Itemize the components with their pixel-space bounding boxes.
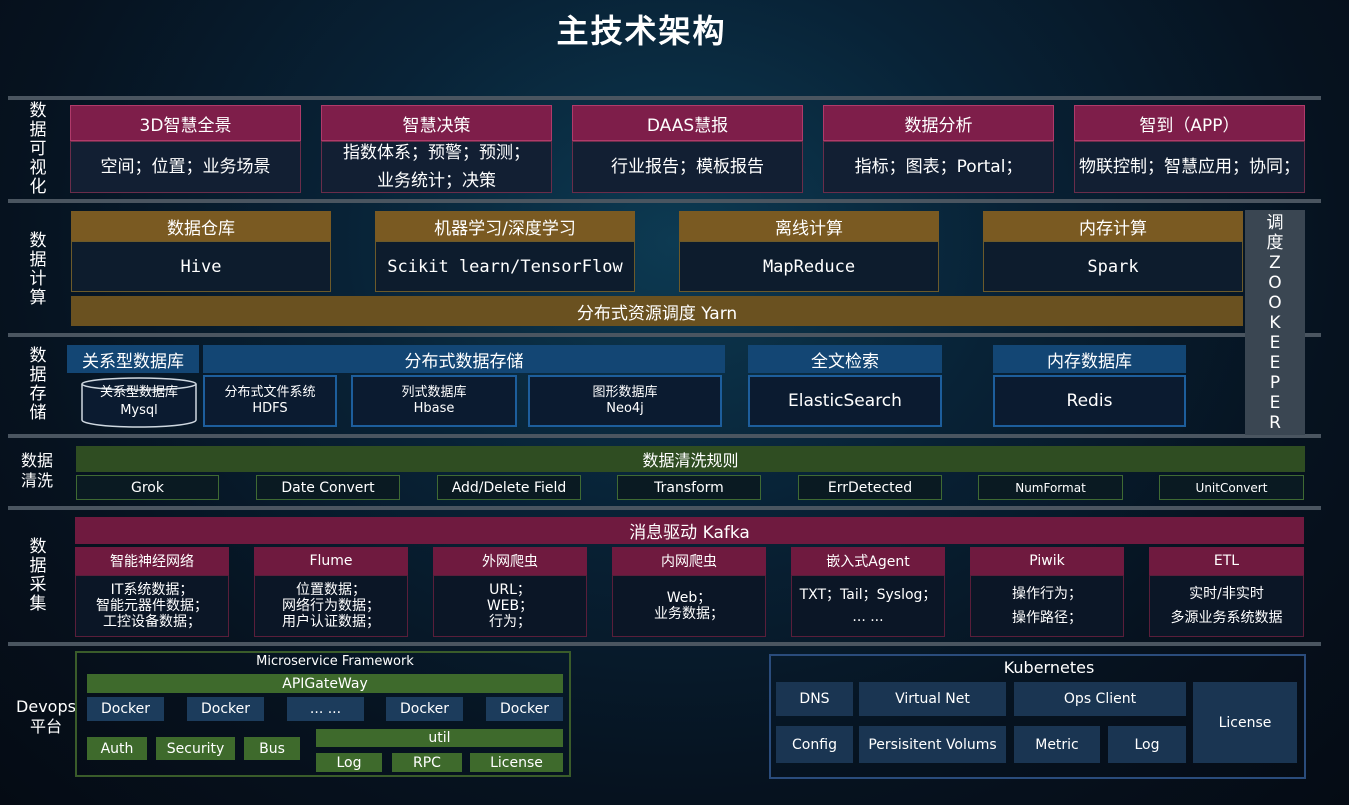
collect-head-piwik: Piwik: [970, 547, 1124, 575]
collect-body-flume: 位置数据；网络行为数据；用户认证数据；: [254, 575, 408, 637]
collect-body-piwik: 操作行为；操作路径；: [970, 575, 1124, 637]
k8s-log: Log: [1108, 726, 1186, 763]
util-bar: util: [316, 729, 563, 747]
k8s-dns: DNS: [776, 682, 853, 716]
kubernetes-title: Kubernetes: [1003, 658, 1095, 677]
compute-body-hive: Hive: [71, 241, 331, 292]
docker-ellipsis: ... ...: [287, 697, 364, 721]
viz-head-daas: DAAS慧报: [572, 105, 803, 141]
divider: [8, 642, 1321, 646]
cleaning-add-delete-field: Add/Delete Field: [437, 475, 581, 500]
compute-head-ml: 机器学习/深度学习: [375, 211, 635, 241]
kafka-bar: 消息驱动 Kafka: [75, 517, 1304, 544]
collect-body-etl: 实时/非实时多源业务系统数据: [1149, 575, 1304, 637]
viz-head-analysis: 数据分析: [823, 105, 1054, 141]
collect-body-neural: IT系统数据；智能元器件数据；工控设备数据；: [75, 575, 229, 637]
page-title: 主技术架构: [556, 12, 727, 50]
docker-box: Docker: [386, 697, 463, 721]
collect-head-etl: ETL: [1149, 547, 1304, 575]
util-rpc: RPC: [392, 753, 462, 772]
api-gateway-bar: APIGateWay: [87, 674, 563, 693]
collect-body-agent: TXT；Tail；Syslog；... ...: [791, 575, 945, 637]
compute-body-spark: Spark: [983, 241, 1243, 292]
storage-head-distributed: 分布式数据存储: [203, 345, 725, 373]
cleaning-grok: Grok: [76, 475, 219, 500]
layer-label-cleaning: 数据清洗: [20, 451, 53, 490]
k8s-ops-client: Ops Client: [1014, 682, 1186, 716]
cleaning-rules-bar: 数据清洗规则: [76, 446, 1305, 472]
compute-body-tensorflow: Scikit learn/TensorFlow: [375, 241, 635, 292]
kubernetes-frame: [769, 654, 1306, 779]
viz-body-decision: 指数体系；预警；预测；业务统计；决策: [321, 141, 552, 193]
k8s-persistent-volumes: Persisitent Volums: [859, 726, 1006, 763]
storage-redis: Redis: [993, 375, 1186, 427]
bus-box: Bus: [244, 737, 300, 760]
collect-head-flume: Flume: [254, 547, 408, 575]
storage-head-relational: 关系型数据库: [67, 345, 199, 373]
cleaning-num-format: NumFormat: [978, 475, 1123, 500]
viz-body-3d: 空间；位置；业务场景: [70, 141, 301, 193]
cleaning-transform: Transform: [617, 475, 761, 500]
k8s-config: Config: [776, 726, 853, 763]
viz-head-decision: 智慧决策: [321, 105, 552, 141]
util-license: License: [470, 753, 563, 772]
collect-head-agent: 嵌入式Agent: [791, 547, 945, 575]
microservice-frame: [75, 651, 571, 777]
yarn-bar: 分布式资源调度 Yarn: [71, 296, 1243, 326]
viz-head-app: 智到（APP）: [1074, 105, 1305, 141]
k8s-license: License: [1193, 682, 1297, 763]
layer-label-collection: 数据采集: [29, 537, 47, 614]
docker-box: Docker: [87, 697, 164, 721]
divider: [8, 333, 1321, 337]
compute-body-mapreduce: MapReduce: [679, 241, 939, 292]
microservice-title: Microservice Framework: [256, 654, 414, 669]
k8s-metric: Metric: [1014, 726, 1100, 763]
k8s-virtual-net: Virtual Net: [859, 682, 1006, 716]
cleaning-date-convert: Date Convert: [256, 475, 400, 500]
storage-elasticsearch: ElasticSearch: [748, 375, 942, 427]
docker-box: Docker: [486, 697, 563, 721]
layer-label-visualization: 数据可视化: [29, 101, 47, 197]
viz-head-3d: 3D智慧全景: [70, 105, 301, 141]
storage-head-search: 全文检索: [748, 345, 942, 373]
viz-body-app: 物联控制；智慧应用；协同；: [1074, 141, 1305, 193]
collect-head-neural: 智能神经网络: [75, 547, 229, 575]
layer-label-storage: 数据存储: [29, 346, 47, 423]
layer-label-compute: 数据计算: [29, 231, 47, 308]
mysql-cylinder-icon: [81, 377, 197, 428]
compute-head-warehouse: 数据仓库: [71, 211, 331, 241]
compute-head-memory: 内存计算: [983, 211, 1243, 241]
divider: [8, 96, 1321, 100]
cleaning-unit-convert: UnitConvert: [1159, 475, 1304, 500]
compute-head-offline: 离线计算: [679, 211, 939, 241]
collect-head-intcrawler: 内网爬虫: [612, 547, 766, 575]
auth-box: Auth: [87, 737, 147, 760]
cleaning-err-detected: ErrDetected: [798, 475, 942, 500]
collect-body-extcrawler: URL；WEB；行为；: [433, 575, 587, 637]
viz-body-daas: 行业报告；模板报告: [572, 141, 803, 193]
collect-body-intcrawler: Web；业务数据；: [612, 575, 766, 637]
docker-box: Docker: [187, 697, 264, 721]
divider: [8, 199, 1321, 203]
viz-body-analysis: 指标；图表；Portal；: [823, 141, 1054, 193]
storage-head-memdb: 内存数据库: [993, 345, 1186, 373]
divider: [8, 506, 1321, 510]
security-box: Security: [156, 737, 235, 760]
util-log: Log: [316, 753, 382, 772]
collect-head-extcrawler: 外网爬虫: [433, 547, 587, 575]
divider: [8, 434, 1321, 438]
